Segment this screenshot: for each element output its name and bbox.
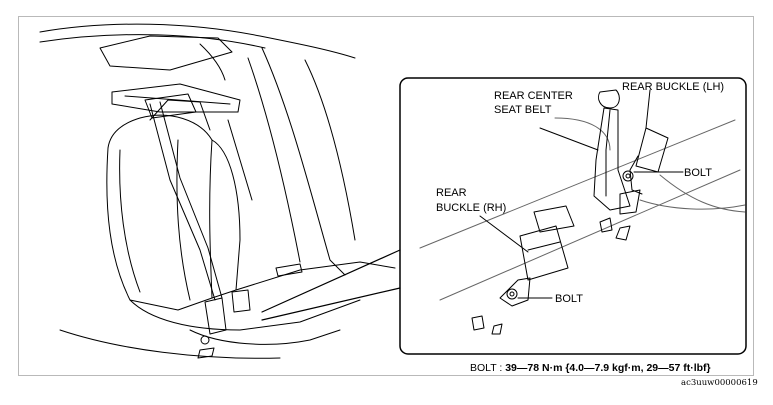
rear-buckle-rh-head: [533, 205, 575, 233]
side-trim: [304, 59, 356, 241]
parcel-shelf: [111, 83, 241, 113]
torque-prefix: BOLT :: [470, 362, 506, 374]
roof-outline: [39, 23, 356, 59]
rear-buckle-rh-body: [519, 225, 569, 281]
label-rear-buckle-rh-1: REAR: [436, 187, 467, 199]
image-code: ac3uuw00000619: [681, 378, 758, 388]
rear-buckle-lh: [635, 127, 669, 173]
c-pillar-inner: [247, 57, 301, 263]
roof-outline-inner: [39, 34, 266, 49]
label-bolt-lower: BOLT: [555, 293, 583, 305]
rear-window-inner: [199, 43, 226, 81]
label-rear-buckle-rh-2: BUCKLE (RH): [436, 202, 506, 214]
c-pillar: [261, 47, 346, 276]
seat-back: [106, 114, 213, 311]
belt-retractor: [227, 119, 253, 201]
torque-spec: BOLT : 39—78 N·m {4.0—7.9 kgf·m, 29—57 f…: [470, 362, 711, 374]
seat-cushion: [129, 299, 361, 331]
buckle-small-1: [204, 297, 227, 335]
seat-back-right: [211, 139, 241, 299]
rear-window-top: [99, 35, 233, 71]
label-rear-center-seat-belt-2: SEAT BELT: [494, 104, 552, 116]
belt-webbing: [149, 103, 216, 301]
label-bolt-upper: BOLT: [684, 167, 712, 179]
headrest: [144, 93, 197, 119]
torque-value: 39—78 N·m {4.0—7.9 kgf·m, 29—57 ft·lbf}: [505, 362, 711, 374]
center-belt-webbing: [593, 107, 631, 211]
label-rear-center-seat-belt-1: REAR CENTER: [494, 90, 573, 102]
floor: [59, 329, 281, 359]
label-rear-buckle-lh: REAR BUCKLE (LH): [622, 81, 724, 93]
illustration-frame: [18, 16, 754, 376]
detail-box: [399, 77, 747, 355]
center-belt-loop: [597, 89, 620, 109]
callout-wedge: [261, 249, 401, 321]
